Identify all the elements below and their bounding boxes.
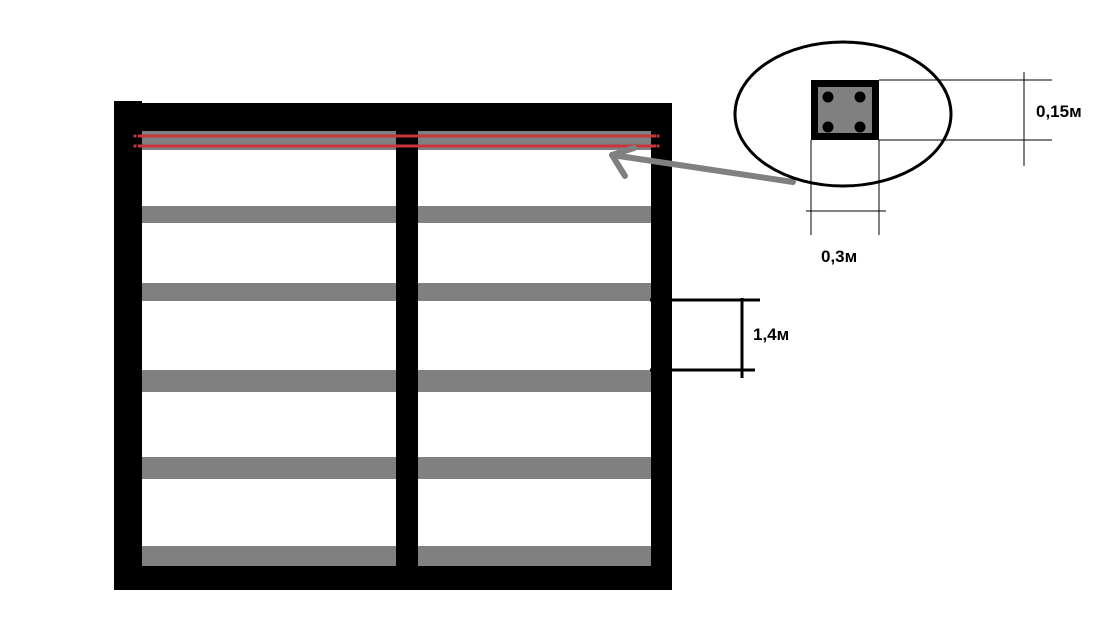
frame-middle-post xyxy=(396,103,418,590)
frame xyxy=(114,101,672,590)
detail-callout-ellipse xyxy=(733,40,953,188)
section-height-dimension xyxy=(879,72,1052,166)
joist xyxy=(142,206,396,223)
reinforced-beam xyxy=(133,131,660,150)
joists xyxy=(142,206,651,566)
frame-bottom-beam xyxy=(114,566,672,590)
section-width-label: 0,3м xyxy=(821,247,857,266)
frame-right-post xyxy=(651,103,672,590)
rebar-end-dot xyxy=(133,144,137,148)
joist xyxy=(418,457,651,479)
joist xyxy=(418,206,651,223)
callout-arrow xyxy=(609,145,796,185)
frame-left-post xyxy=(114,101,142,590)
section-height-label: 0,15м xyxy=(1036,102,1082,121)
arrow-head xyxy=(609,145,637,179)
joist xyxy=(142,283,396,301)
joist xyxy=(418,546,651,566)
joist xyxy=(418,283,651,301)
joist xyxy=(142,370,396,392)
joist xyxy=(418,370,651,392)
beam-cross-section xyxy=(811,80,879,140)
joist xyxy=(142,457,396,479)
joist-spacing-label: 1,4м xyxy=(753,325,789,344)
rebar-end-dot xyxy=(656,144,660,148)
frame-top-beam xyxy=(114,103,672,131)
arrow-shaft xyxy=(609,152,796,185)
rebar-end-dot xyxy=(656,134,660,138)
section-width-dimension xyxy=(806,140,886,235)
rebar-bar xyxy=(854,121,866,133)
rebar-bar xyxy=(822,121,834,133)
rebar-end-dot xyxy=(133,134,137,138)
joist-spacing-dimension xyxy=(650,298,760,378)
rebar-bar xyxy=(854,91,866,103)
rebar-bar xyxy=(822,91,834,103)
joist xyxy=(142,546,396,566)
